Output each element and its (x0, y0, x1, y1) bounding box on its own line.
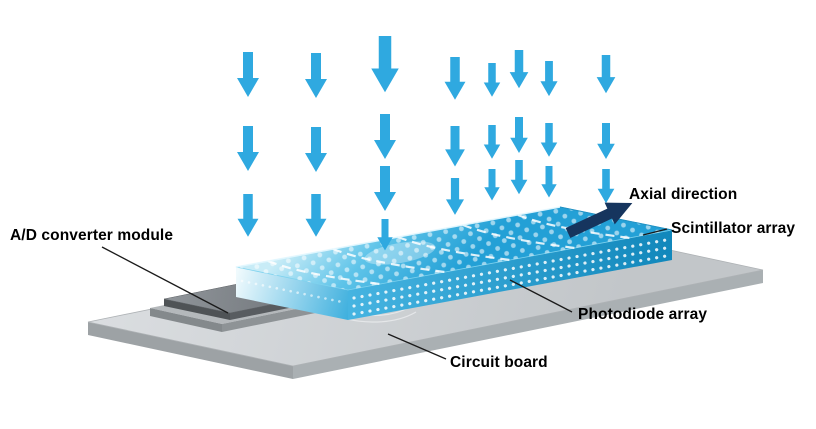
leader-line-circuit-board (387, 333, 447, 360)
xray-arrow-down (597, 169, 615, 204)
xray-arrow-down (237, 126, 259, 171)
xray-arrow-down (484, 169, 500, 201)
xray-arrow-down (510, 160, 528, 195)
slab-left-face (236, 267, 348, 320)
left-face-dot-row (240, 279, 344, 304)
label-ad-converter-module: A/D converter module (10, 227, 174, 244)
ad-module-base-left-side (150, 308, 222, 332)
leader-line-ad-converter (101, 246, 229, 314)
ad-module-chip-left-side (164, 299, 230, 320)
label-axial-direction: Axial direction (629, 186, 738, 203)
leader-lines (101, 228, 668, 360)
xray-arrow-down (483, 125, 501, 159)
xray-arrow-down (374, 166, 396, 211)
scintillator-array (235, 206, 673, 320)
xray-arrow-down (444, 57, 466, 100)
detector-segment-arcs (267, 213, 631, 286)
xray-arrow-down (509, 50, 529, 89)
circuit-board-left-side (88, 322, 293, 379)
label-scintillator-array: Scintillator array (671, 220, 796, 237)
xray-arrow-down (305, 53, 327, 98)
xray-arrow-down (596, 55, 616, 94)
leader-line-scintillator (642, 228, 668, 236)
label-photodiode-array: Photodiode array (578, 306, 708, 323)
axial-arrow-shape (565, 202, 633, 238)
xray-arrow-down (237, 194, 259, 237)
xray-arrow-down (445, 178, 465, 215)
xray-arrow-down (305, 127, 327, 172)
circuit-board-front-side (293, 270, 763, 379)
xray-arrow-down (597, 123, 615, 159)
beam-highlight (364, 241, 436, 265)
leader-line-photodiode (509, 279, 573, 313)
label-circuit-board: Circuit board (450, 354, 548, 371)
xray-arrow-down (305, 194, 327, 237)
xray-arrow-down (540, 61, 558, 97)
xray-arrow-down (237, 52, 259, 97)
axial-direction-arrow (565, 202, 633, 238)
xray-arrow-down (510, 117, 528, 153)
xray-arrow-down (541, 166, 557, 198)
xray-arrow-down (540, 123, 558, 157)
xray-arrow-down (445, 126, 465, 167)
xray-arrow-down (483, 63, 501, 97)
photodiode-front-face (348, 230, 672, 320)
xray-arrow-down (374, 114, 396, 159)
xray-arrow-down (371, 36, 399, 93)
slab-back-edge-highlight (235, 206, 561, 268)
